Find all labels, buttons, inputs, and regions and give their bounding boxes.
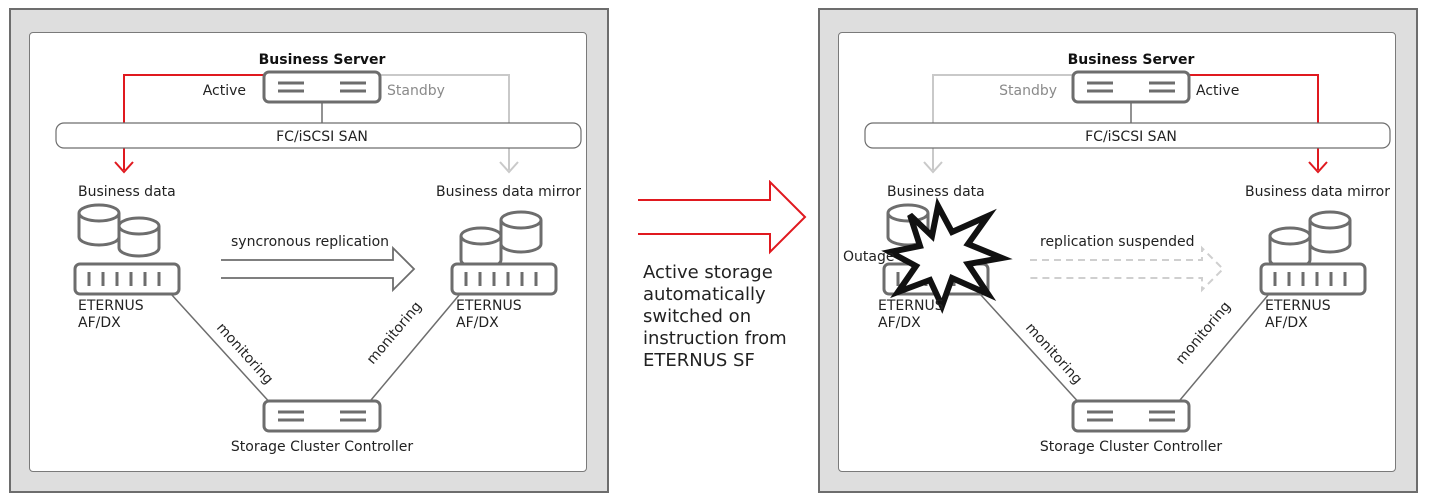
controller-label: Storage Cluster Controller <box>231 439 413 455</box>
storage-a-model: AF/DX <box>78 315 121 331</box>
storage-a-label: ETERNUS <box>878 298 944 314</box>
san-label: FC/iSCSI SAN <box>1085 129 1177 145</box>
storage-b-model: AF/DX <box>456 315 499 331</box>
standby-label: Standby <box>387 83 445 99</box>
failover-line-2: automatically <box>643 284 766 305</box>
database-mirror-icon <box>1268 210 1352 270</box>
replication-label: replication suspended <box>1040 234 1195 250</box>
storage-array-mirror-icon <box>1259 262 1367 296</box>
san-label: FC/iSCSI SAN <box>276 129 368 145</box>
monitoring-label-b: monitoring <box>364 299 425 368</box>
active-arrowhead-icon <box>1308 161 1328 174</box>
data-mirror-label: Business data mirror <box>1245 184 1390 200</box>
data-mirror-label: Business data mirror <box>436 184 581 200</box>
monitoring-line-b <box>1174 293 1270 407</box>
monitoring-line-b <box>365 293 461 407</box>
storage-b-label: ETERNUS <box>456 298 522 314</box>
failover-arrow-icon <box>638 180 807 255</box>
right-diagram: Business Server Standby Active FC/iSCSI … <box>843 52 1391 455</box>
database-mirror-icon <box>459 210 543 270</box>
replication-arrow-icon <box>221 245 416 293</box>
right-panel: Business Server Standby Active FC/iSCSI … <box>818 8 1418 493</box>
storage-b-model: AF/DX <box>1265 315 1308 331</box>
active-arrowhead-icon <box>114 161 134 174</box>
monitoring-label-a: monitoring <box>213 320 276 388</box>
data-primary-label: Business data <box>78 184 176 200</box>
monitoring-line-a <box>979 293 1083 407</box>
storage-b-label: ETERNUS <box>1265 298 1331 314</box>
failover-line-3: switched on <box>643 306 752 327</box>
failover-line-5: ETERNUS SF <box>643 350 755 371</box>
controller-icon <box>1071 399 1191 433</box>
monitoring-label-b: monitoring <box>1173 299 1234 368</box>
left-panel: Business Server Active Standby FC/iSCSI … <box>9 8 609 493</box>
standby-label: Standby <box>999 83 1057 99</box>
standby-arrowhead-icon <box>499 161 519 174</box>
standby-arrowhead-icon <box>923 161 943 174</box>
active-label: Active <box>1196 83 1239 99</box>
san-bar <box>55 122 582 149</box>
left-diagram: Business Server Active Standby FC/iSCSI … <box>55 52 582 455</box>
server-label: Business Server <box>1068 52 1195 68</box>
monitoring-label-a: monitoring <box>1022 320 1085 388</box>
server-label: Business Server <box>259 52 386 68</box>
controller-icon <box>262 399 382 433</box>
storage-a-model: AF/DX <box>878 315 921 331</box>
outage-label: Outage <box>843 249 894 265</box>
data-primary-label: Business data <box>887 184 985 200</box>
storage-a-label: ETERNUS <box>78 298 144 314</box>
failover-line-4: instruction from <box>643 328 787 349</box>
controller-label: Storage Cluster Controller <box>1040 439 1222 455</box>
storage-array-mirror-icon <box>450 262 558 296</box>
database-icon <box>77 203 161 258</box>
failover-line-1: Active storage <box>643 262 773 283</box>
server-icon <box>262 70 382 104</box>
active-label: Active <box>203 83 246 99</box>
replication-suspended-arrow-icon <box>1030 245 1225 293</box>
server-icon <box>1071 70 1191 104</box>
outage-burst-icon <box>881 197 1013 314</box>
san-bar <box>864 122 1391 149</box>
monitoring-line-a <box>170 293 274 407</box>
failover-explanation: Active storage automatically switched on… <box>643 262 813 372</box>
replication-label: syncronous replication <box>231 234 389 250</box>
storage-array-icon <box>73 262 181 296</box>
